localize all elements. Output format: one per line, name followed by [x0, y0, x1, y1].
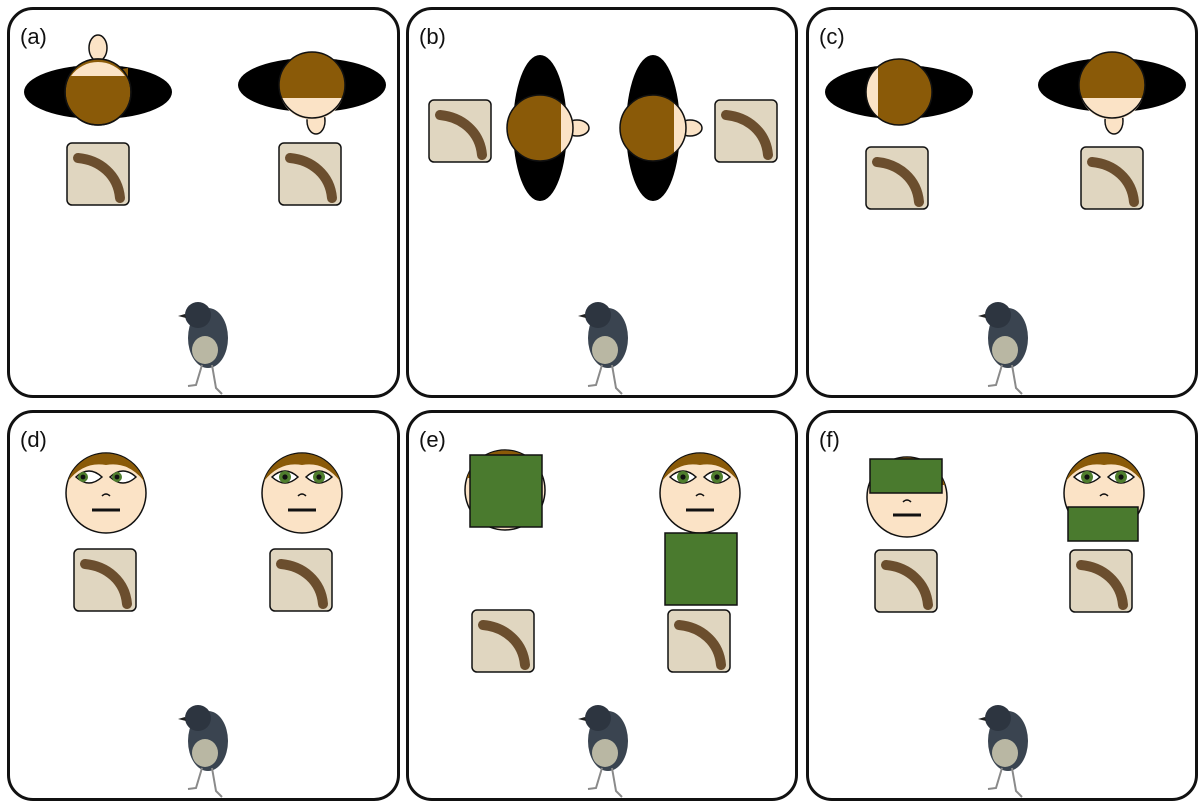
panel-f: (f)	[806, 410, 1198, 801]
panel-b: (b)	[406, 7, 798, 398]
panel-e: (e)	[406, 410, 798, 801]
mealworm-icon	[429, 100, 491, 162]
person-icon	[1038, 52, 1186, 134]
person-icon	[24, 35, 172, 125]
mealworm-icon	[270, 549, 332, 611]
mealworm-icon	[74, 549, 136, 611]
person-icon	[507, 55, 589, 201]
blindfold-screen	[870, 459, 942, 493]
occluder-screen	[470, 455, 542, 527]
mealworm-icon	[668, 610, 730, 672]
panel-c: (c)	[806, 7, 1198, 398]
panel-b-scene	[409, 10, 798, 398]
mealworm-icon	[67, 143, 129, 205]
panel-d-scene	[10, 413, 400, 801]
mealworm-icon	[472, 610, 534, 672]
mealworm-icon	[715, 100, 777, 162]
mealworm-icon	[1081, 147, 1143, 209]
person-icon	[238, 52, 386, 134]
panel-c-scene	[809, 10, 1198, 398]
person-icon	[620, 55, 702, 201]
robin-icon	[178, 302, 228, 394]
panel-a-scene	[10, 10, 400, 398]
mouth-screen	[1068, 507, 1138, 541]
panel-d: (d)	[7, 410, 400, 801]
robin-icon	[978, 302, 1028, 394]
robin-icon	[578, 705, 628, 797]
face-icon	[66, 453, 146, 533]
panel-e-scene	[409, 413, 798, 801]
mealworm-icon	[279, 143, 341, 205]
panel-f-scene	[809, 413, 1198, 801]
occluder-screen	[665, 533, 737, 605]
mealworm-icon	[875, 550, 937, 612]
person-icon	[825, 59, 973, 125]
face-icon	[262, 453, 342, 533]
robin-icon	[978, 705, 1028, 797]
robin-icon	[578, 302, 628, 394]
panel-a: (a)	[7, 7, 400, 398]
face-icon	[660, 453, 740, 533]
mealworm-icon	[866, 147, 928, 209]
mealworm-icon	[1070, 550, 1132, 612]
robin-icon	[178, 705, 228, 797]
